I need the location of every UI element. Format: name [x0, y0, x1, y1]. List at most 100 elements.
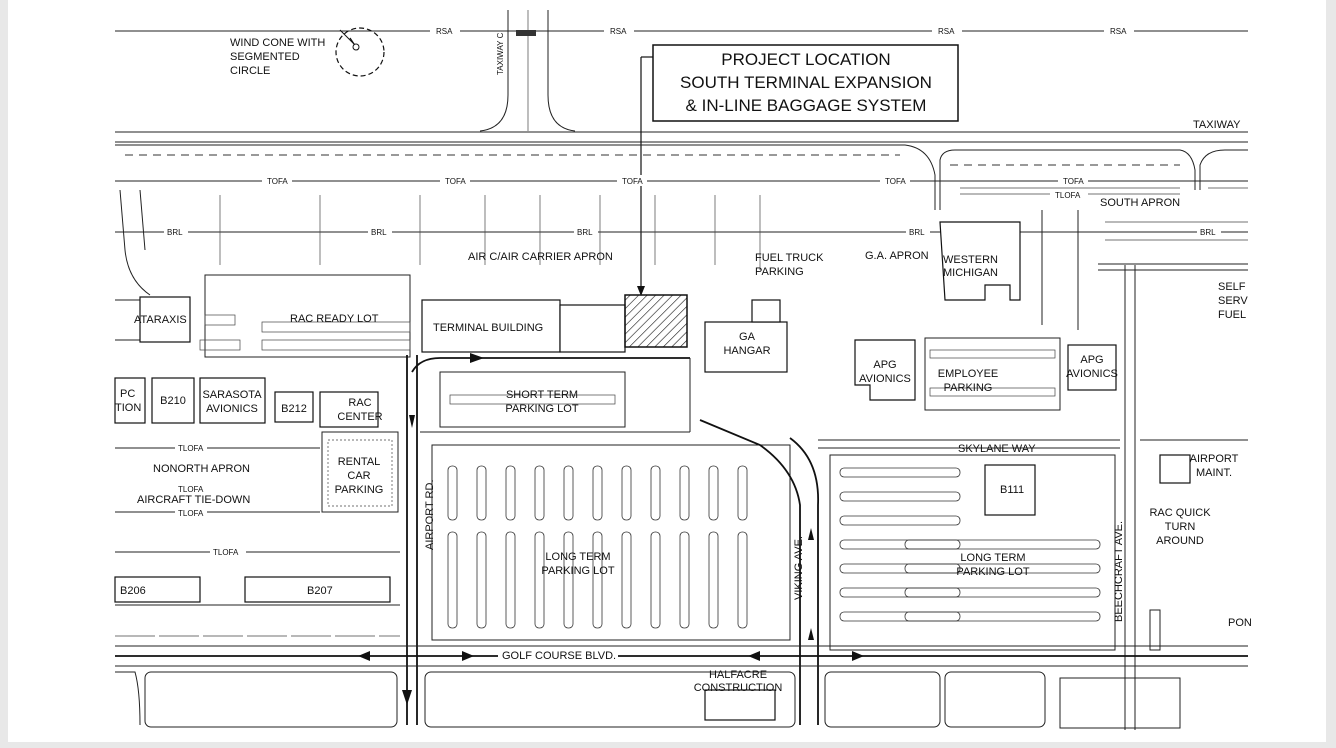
tofa-tag: TOFA [267, 177, 288, 186]
tlofa-tag: TLOFA [178, 485, 204, 494]
apron-poles [219, 195, 761, 270]
parking-row [563, 465, 574, 521]
rsa-tag: RSA [610, 27, 627, 36]
rsa-tag: RSA [1110, 27, 1127, 36]
project-area-hatch [624, 294, 688, 348]
apg-avionics-label: AVIONICS [859, 373, 911, 385]
parking-row [708, 465, 719, 521]
rsa-tag: RSA [436, 27, 453, 36]
parking-row [737, 465, 748, 521]
parking-row [904, 539, 1101, 550]
employee-parking-label: EMPLOYEE [938, 368, 999, 380]
tlofa-tag: TLOFA [213, 548, 239, 557]
rental-car-parking [321, 431, 399, 513]
pc-building-label: TION [115, 402, 141, 414]
apg-avionics-label: AVIONICS [1066, 368, 1118, 380]
air-carrier-apron-label: AIR C/AIR CARRIER APRON [468, 251, 613, 263]
long-term-parking-label: LONG TERM [545, 551, 610, 563]
viking-ave [699, 419, 819, 725]
rental-car-parking-label: PARKING [335, 484, 384, 496]
apg-avionics-building [1067, 344, 1117, 391]
skylane-way [818, 439, 1120, 449]
parking-row [534, 531, 545, 629]
aircraft-tie-down-label: AIRCRAFT TIE-DOWN [137, 494, 250, 506]
long-term-parking-west [431, 444, 791, 641]
self-serve-fuel-label: SERV [1218, 295, 1248, 307]
airport-maint-label: MAINT. [1196, 467, 1232, 479]
nonorth-apron-label: NONORTH APRON [153, 463, 250, 475]
b210-label: B210 [160, 395, 186, 407]
south-apron-label: SOUTH APRON [1100, 197, 1180, 209]
rac-quick-turn-label: AROUND [1156, 535, 1204, 547]
western-michigan-label: WESTERN [943, 254, 998, 266]
tofa-tag: TOFA [445, 177, 466, 186]
tlofa-tag: TLOFA [178, 444, 204, 453]
airport-rd [402, 355, 418, 725]
rac-quick-turn-label: TURN [1165, 521, 1196, 533]
parallel-taxiway [115, 131, 1248, 143]
halfacre-construction-label: CONSTRUCTION [694, 682, 783, 694]
rac-ready-lot [199, 274, 411, 358]
apg-avionics-label: APG [873, 359, 896, 371]
parking-row [650, 531, 661, 629]
western-michigan-label: MICHIGAN [943, 267, 998, 279]
tofa-tag: TOFA [885, 177, 906, 186]
parking-row [505, 465, 516, 521]
parking-row [476, 531, 487, 629]
sarasota-avionics-label: AVIONICS [206, 403, 258, 415]
halfacre-construction-label: HALFACRE [709, 669, 767, 681]
b206-label: B206 [120, 585, 146, 597]
employee-parking [924, 337, 1061, 411]
short-term-parking-label: SHORT TERM [506, 389, 578, 401]
parking-row [904, 587, 1101, 598]
callout-title: PROJECT LOCATION [721, 50, 890, 69]
short-term-parking-label: PARKING LOT [505, 403, 578, 415]
parking-row [839, 467, 961, 478]
long-term-parking-label: LONG TERM [960, 552, 1025, 564]
brl-tag: BRL [371, 228, 387, 237]
parking-row [592, 531, 603, 629]
short-term-parking-lot [439, 371, 626, 428]
apg-avionics-label: APG [1080, 354, 1103, 366]
tlofa-tag: TLOFA [1055, 191, 1081, 200]
wind-cone-label: SEGMENTED [230, 51, 300, 63]
parking-row [505, 531, 516, 629]
parking-row [476, 465, 487, 521]
terminal-building-label: TERMINAL BUILDING [433, 322, 543, 334]
parking-row [839, 515, 961, 526]
golf-course-blvd [115, 645, 1248, 667]
tofa-tag: TOFA [622, 177, 643, 186]
airport-maint-building [1140, 439, 1248, 484]
parking-row [621, 531, 632, 629]
self-serve-fuel-label: SELF [1218, 281, 1246, 293]
parking-row [839, 587, 961, 598]
ataraxis-label: ATARAXIS [134, 314, 187, 326]
pc-building-label: PC [120, 388, 135, 400]
rsa-tag: RSA [938, 27, 955, 36]
brl-tag: BRL [167, 228, 183, 237]
brl-tag: BRL [577, 228, 593, 237]
b212-label: B212 [281, 403, 307, 415]
airport-maint-label: AIRPORT [1190, 453, 1239, 465]
tie-down-area [115, 447, 400, 606]
airport-site-plan: RSA RSA RSA RSA WIND CONE WITH SEGMENTED… [114, 10, 1252, 730]
site-plan-sheet: RSA RSA RSA RSA WIND CONE WITH SEGMENTED… [8, 0, 1326, 742]
beechcraft-ave-label: BEECHCRAFT AVE. [1113, 521, 1125, 622]
long-term-west-stalls [447, 465, 748, 629]
fuel-truck-label: PARKING [755, 266, 804, 278]
parking-row [839, 563, 961, 574]
golf-course-blvd-label: GOLF COURSE BLVD. [502, 650, 616, 662]
parking-row [737, 531, 748, 629]
west-buildings [114, 377, 379, 428]
tofa-tag: TOFA [1063, 177, 1084, 186]
parking-row [708, 531, 719, 629]
callout-subtitle: & IN-LINE BAGGAGE SYSTEM [686, 96, 927, 115]
long-term-parking-east [829, 454, 1116, 651]
taxiway-c [479, 10, 576, 132]
bottom-blocks [115, 671, 1181, 729]
rental-car-parking-label: RENTAL [338, 456, 381, 468]
rental-car-parking-label: CAR [347, 470, 370, 482]
b207-label: B207 [307, 585, 333, 597]
callout-subtitle: SOUTH TERMINAL EXPANSION [680, 73, 932, 92]
rac-quick-turn-label: RAC QUICK [1149, 507, 1211, 519]
